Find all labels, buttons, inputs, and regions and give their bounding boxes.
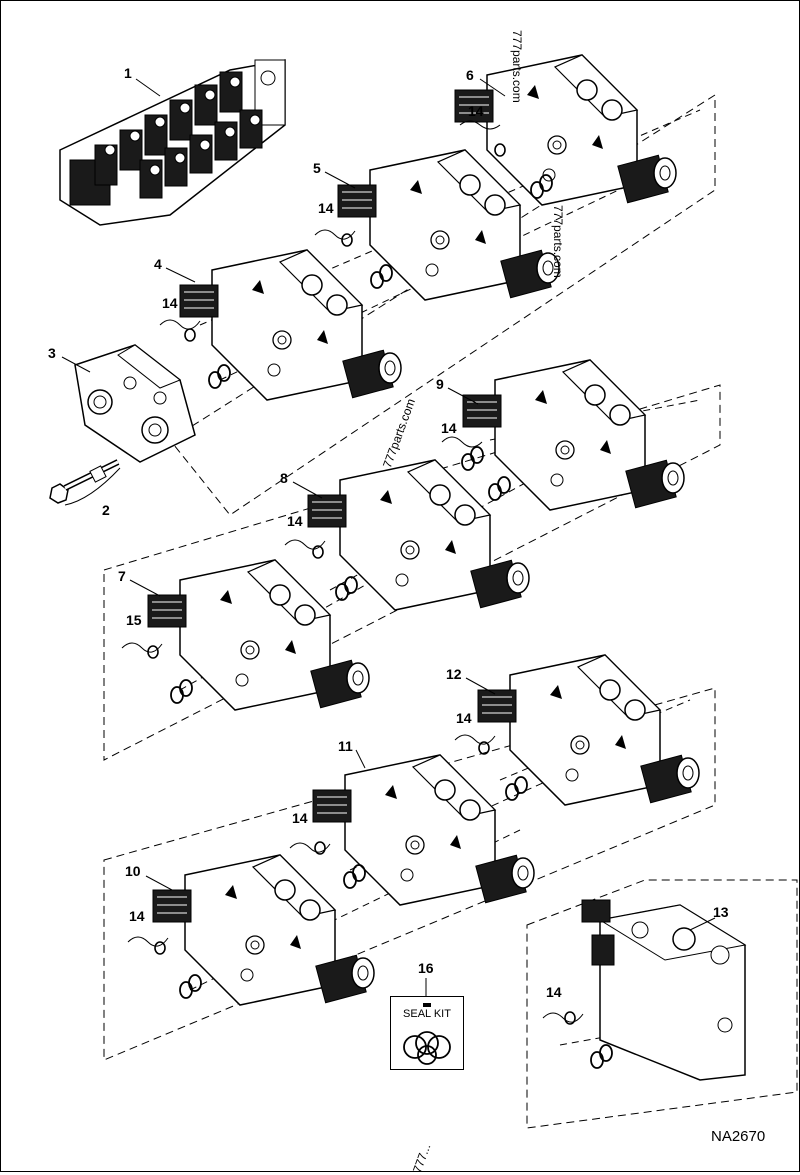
callout-1: 1 [124, 65, 132, 81]
callout-15: 14 [441, 420, 457, 436]
valve-section-12 [477, 654, 700, 806]
seal-kit-rings-icon [403, 1003, 451, 1065]
callout-12: 12 [446, 666, 462, 682]
end-block [74, 344, 196, 463]
callout-14: 14 [129, 908, 145, 924]
figure-code: NA2670 [711, 1128, 766, 1145]
callout-8: 8 [280, 470, 288, 486]
callout-14: 14 [546, 984, 562, 1000]
seal-kit-box: SEAL KIT [390, 996, 464, 1070]
callout-3: 3 [48, 345, 56, 361]
callout-4: 4 [154, 256, 162, 272]
group-box-upper [169, 94, 716, 516]
valve-section-9 [462, 359, 685, 511]
watermark: 777parts.com [551, 205, 565, 278]
tie-rod-kit [49, 459, 121, 506]
callout-6: 6 [466, 67, 474, 83]
callout-14: 14 [162, 295, 178, 311]
o-ring-leaders [121, 120, 584, 1023]
group-box-inlet [526, 879, 798, 1129]
callout-14: 14 [468, 103, 484, 119]
valve-section-4 [179, 249, 402, 401]
callout-2: 2 [102, 502, 110, 518]
callout-5: 5 [313, 160, 321, 176]
callout-9: 9 [436, 376, 444, 392]
callout-14: 14 [287, 513, 303, 529]
callout-13: 13 [713, 904, 729, 920]
watermark: 777parts.com [510, 30, 524, 103]
valve-section-8 [307, 459, 530, 611]
valve-section-7 [147, 559, 370, 711]
group-box-middle [103, 384, 721, 761]
callout-14: 14 [292, 810, 308, 826]
callout-14: 14 [318, 200, 334, 216]
outlet-block [581, 899, 747, 1081]
callout-14: 14 [456, 710, 472, 726]
callout-7: 7 [118, 568, 126, 584]
seal-kit-label: SEAL KIT [403, 1008, 451, 1020]
callout-14: 15 [126, 612, 142, 628]
valve-section-11 [312, 754, 535, 906]
callout-11: 11 [338, 738, 353, 754]
callout-16: 16 [418, 960, 434, 976]
valve-assembly-complete [59, 59, 286, 226]
callout-10: 10 [125, 863, 141, 879]
